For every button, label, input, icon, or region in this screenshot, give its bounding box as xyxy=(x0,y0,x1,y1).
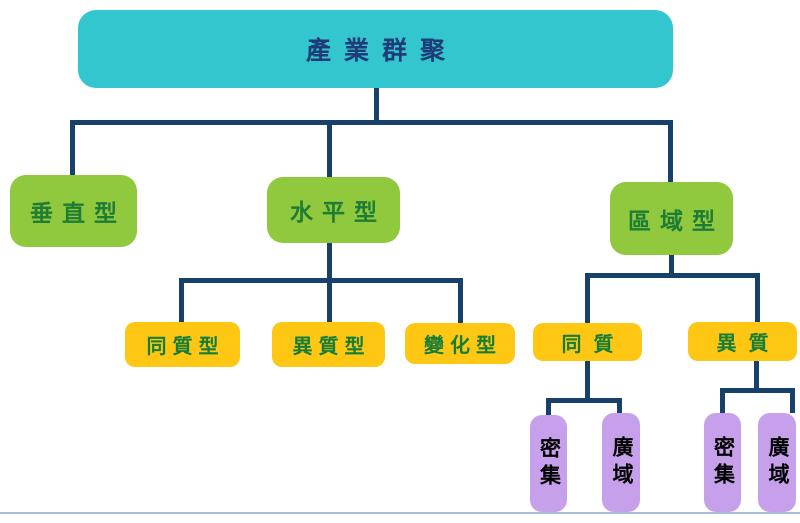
connector-regional-stem xyxy=(669,255,674,278)
node-vertical-type-label: 垂直型 xyxy=(30,200,126,226)
connector-to-variation-type xyxy=(458,278,463,323)
node-heterogeneous-type: 異質型 xyxy=(272,322,385,367)
connector-to-horizontal xyxy=(327,120,332,179)
connector-heterogeneous-bar xyxy=(720,388,795,393)
connector-to-homogeneous-type xyxy=(179,278,184,323)
connector-level1-bar xyxy=(70,120,673,125)
connector-to-hetero-wide xyxy=(790,388,795,413)
bottom-rule xyxy=(0,512,800,514)
node-variation-type-label: 變化型 xyxy=(424,335,502,357)
connector-to-hetero-dense xyxy=(720,388,725,413)
connector-to-homo-wide xyxy=(617,398,622,415)
node-regional-type-label: 區域型 xyxy=(628,207,724,234)
node-homogeneous: 同質 xyxy=(533,323,642,361)
connector-homogeneous-stem xyxy=(585,361,590,403)
node-heterogeneous-type-label: 異質型 xyxy=(292,336,371,358)
node-vertical-type: 垂直型 xyxy=(10,175,137,247)
connector-to-heterogeneous xyxy=(755,273,760,322)
node-homo-wide: 廣域 xyxy=(602,413,640,512)
node-heterogeneous: 異質 xyxy=(688,322,797,361)
connector-regional-bar xyxy=(585,273,760,278)
node-hetero-wide-label: 廣域 xyxy=(766,435,789,490)
node-variation-type: 變化型 xyxy=(405,323,515,364)
node-hetero-dense-label: 密集 xyxy=(711,435,735,490)
connector-heterogeneous-stem xyxy=(754,361,759,393)
connector-to-vertical xyxy=(70,120,75,177)
node-homogeneous-label: 同質 xyxy=(561,333,626,356)
node-homo-wide-label: 廣域 xyxy=(610,435,633,490)
connector-root-stem xyxy=(374,88,379,122)
node-industry-cluster-label: 產業群聚 xyxy=(305,37,458,65)
node-heterogeneous-label: 異質 xyxy=(716,333,781,355)
node-hetero-dense: 密集 xyxy=(704,413,741,512)
node-horizontal-type-label: 水平型 xyxy=(290,199,386,225)
node-homo-dense-label: 密集 xyxy=(537,436,561,491)
connector-to-heterogeneous-type xyxy=(327,278,332,323)
node-homogeneous-type-label: 同質型 xyxy=(146,336,225,358)
node-regional-type: 區域型 xyxy=(610,182,733,255)
node-horizontal-type: 水平型 xyxy=(267,177,400,243)
node-homo-dense: 密集 xyxy=(530,415,567,512)
connector-to-regional xyxy=(668,120,673,184)
connector-to-homogeneous xyxy=(585,273,590,323)
node-industry-cluster: 產業群聚 xyxy=(78,10,673,88)
node-hetero-wide: 廣域 xyxy=(758,413,796,512)
node-homogeneous-type: 同質型 xyxy=(125,322,240,367)
connector-horizontal-bar xyxy=(179,278,463,283)
connector-to-homo-dense xyxy=(546,398,551,415)
connector-homogeneous-bar xyxy=(546,398,622,403)
connector-horizontal-stem xyxy=(327,243,332,283)
